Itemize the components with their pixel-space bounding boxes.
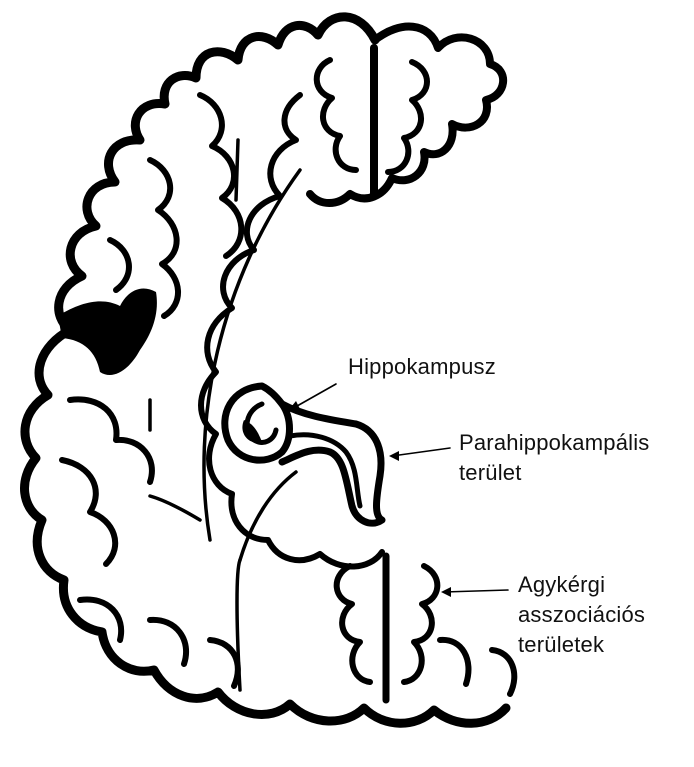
lower-right-gyri [337, 566, 515, 694]
label-hippocampus: Hippokampusz [348, 352, 496, 382]
label-parahippocampal-line-2: terület [459, 458, 650, 488]
hippocampus-dark-core [242, 420, 262, 443]
hippocampus-shape [225, 386, 290, 460]
label-association-areas: Agykérgi asszociációs területek [518, 570, 645, 660]
label-association-line-3: területek [518, 630, 645, 660]
arrowhead-parahippocampus [389, 451, 399, 461]
label-parahippocampal-line-1: Parahippokampális [459, 428, 650, 458]
pathway-lower-stem [237, 560, 240, 690]
arrow-association [444, 590, 508, 592]
pathway-left-branch [150, 496, 200, 520]
label-association-line-2: asszociációs [518, 600, 645, 630]
arrow-parahippocampus [392, 448, 450, 456]
label-parahippocampal: Parahippokampális terület [459, 428, 650, 488]
label-association-line-1: Agykérgi [518, 570, 645, 600]
pathway-to-parahippocampus [240, 472, 296, 560]
top-right-gyri [310, 27, 503, 203]
dark-fold [58, 288, 157, 375]
arrowhead-association [441, 587, 451, 597]
inner-cortex-contour [201, 95, 382, 567]
parahippocampal-shape [282, 404, 382, 523]
pathway-upper-stem [236, 140, 238, 200]
